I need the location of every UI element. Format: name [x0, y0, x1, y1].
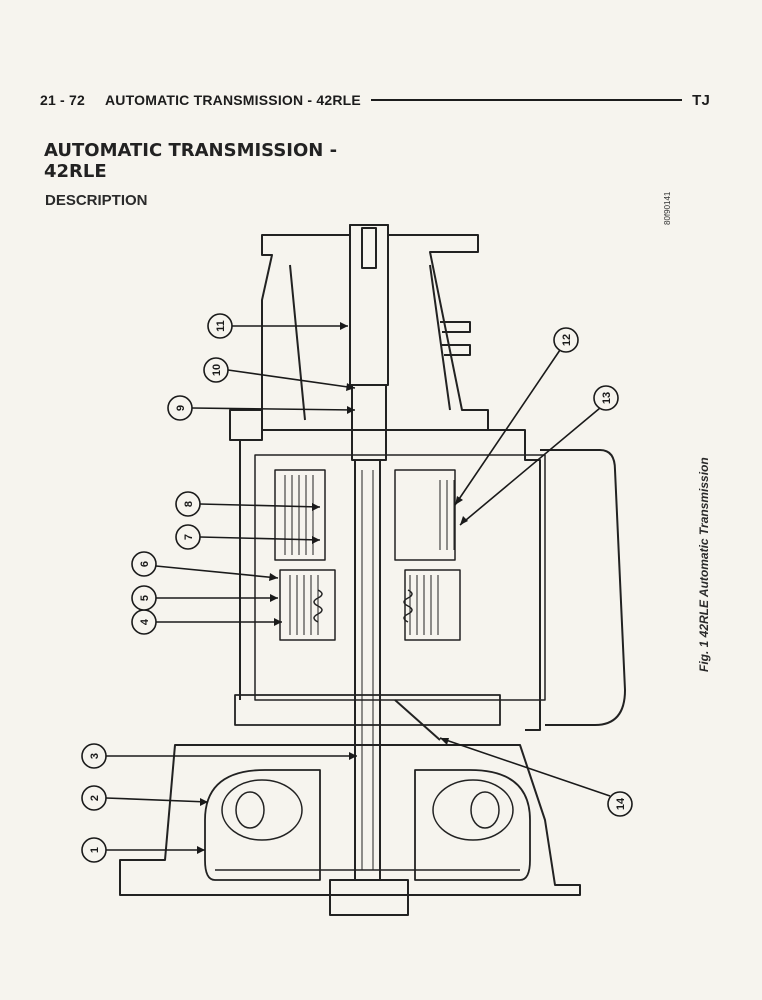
callout-7: [175, 524, 201, 550]
callout-2: [81, 785, 107, 811]
callout-label: 8: [183, 501, 195, 507]
callout-label: 4: [139, 618, 151, 625]
callout-label: 13: [601, 392, 613, 404]
oil-pan: [540, 449, 626, 726]
header-title: AUTOMATIC TRANSMISSION - 42RLE: [105, 92, 361, 108]
torque-converter: [204, 769, 321, 881]
bellhousing: [119, 744, 581, 896]
section-title-line2: 42RLE: [44, 161, 107, 182]
figure-caption: Fig. 1 42RLE Automatic Transmission: [697, 457, 711, 672]
callout-1: [81, 837, 107, 863]
callout-14: [607, 791, 633, 817]
callout-label: 10: [211, 364, 223, 376]
callout-label: 3: [89, 753, 101, 759]
callout-11: [207, 313, 233, 339]
page-header: 21 - 72 AUTOMATIC TRANSMISSION - 42RLE T…: [40, 89, 710, 111]
transmission-case: [229, 409, 263, 441]
callout-label: 11: [215, 320, 227, 332]
callout-label: 14: [615, 797, 627, 810]
output-shaft: [349, 224, 389, 386]
callout-label: 2: [89, 795, 101, 801]
callout-12: [553, 327, 579, 353]
callout-8: [175, 491, 201, 517]
callout-3: [81, 743, 107, 769]
section-title: AUTOMATIC TRANSMISSION - 42RLE: [44, 140, 374, 182]
callout-9: [167, 395, 193, 421]
callout-10: [203, 357, 229, 383]
callout-label: 5: [139, 595, 151, 601]
input-shaft: [354, 459, 381, 881]
callout-label: 7: [183, 534, 195, 540]
callout-5: [131, 585, 157, 611]
callout-6: [131, 551, 157, 577]
page-number: 21 - 72: [40, 92, 85, 108]
callout-label: 9: [175, 405, 187, 411]
clutch-pack: [274, 469, 326, 561]
callout-label: 1: [89, 847, 101, 853]
callout-label: 12: [561, 334, 573, 346]
section-title-line1: AUTOMATIC TRANSMISSION -: [44, 140, 338, 161]
header-model: TJ: [692, 91, 710, 109]
callout-label: 6: [139, 561, 151, 567]
subsection-heading: DESCRIPTION: [45, 192, 148, 209]
header-rule: [370, 99, 683, 101]
callout-13: [593, 385, 619, 411]
